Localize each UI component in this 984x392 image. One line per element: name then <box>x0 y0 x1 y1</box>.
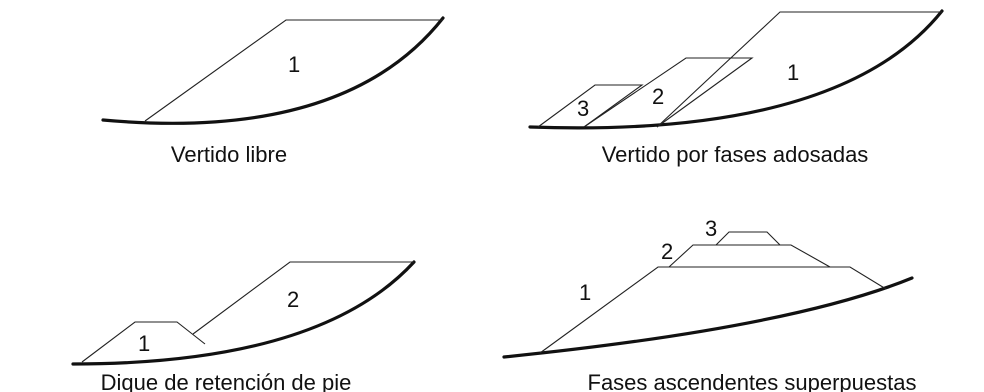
phase-label: 2 <box>287 287 299 312</box>
phase-2-outline <box>668 244 831 268</box>
panel-caption: Vertido libre <box>171 142 287 167</box>
phase-label: 3 <box>705 216 717 241</box>
panel-caption: Vertido por fases adosadas <box>602 142 869 167</box>
panel-stacked-phases: 1 2 3 Fases ascendentes superpuestas <box>502 216 917 392</box>
ground-profile <box>101 16 445 125</box>
ground-profile <box>528 9 944 130</box>
panel-attached-phases: 3 2 1 Vertido por fases adosadas <box>528 9 944 167</box>
phase-label: 1 <box>288 52 300 77</box>
phase-3-outline <box>537 84 644 128</box>
panel-caption: Fases ascendentes superpuestas <box>588 370 917 392</box>
panel-caption: Dique de retención de pie <box>101 370 352 392</box>
phase-label: 1 <box>138 331 150 356</box>
phase-label: 3 <box>577 96 589 121</box>
panel-free-dump: 1 Vertido libre <box>101 16 445 167</box>
phase-label: 2 <box>652 84 664 109</box>
phase-1-outline <box>656 11 942 128</box>
panel-toe-dike: 1 2 Dique de retención de pie <box>71 260 416 392</box>
phase-1-outline <box>539 266 887 354</box>
phase-label: 1 <box>787 60 799 85</box>
phase-label: 2 <box>661 239 673 264</box>
phase-1-dike-outline <box>81 321 206 363</box>
dump-body-outline <box>144 19 443 122</box>
phase-3-outline <box>715 231 781 246</box>
phase-label: 1 <box>579 280 591 305</box>
phase-2-outline <box>192 261 414 335</box>
phase-2-outline <box>583 57 754 128</box>
ground-profile <box>502 276 914 359</box>
ground-profile <box>71 260 416 366</box>
